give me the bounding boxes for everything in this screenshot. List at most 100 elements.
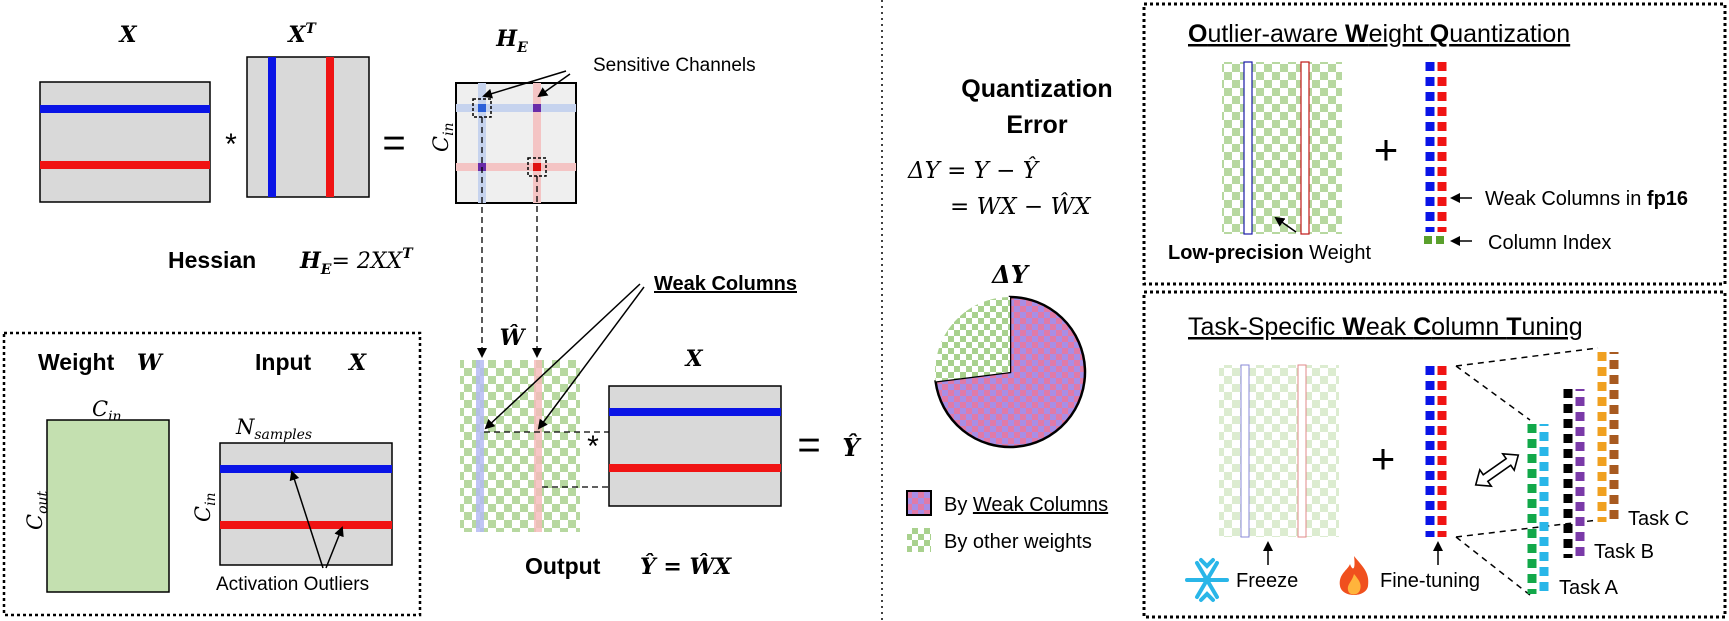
hessian-matrix xyxy=(455,82,577,204)
perspective-line-c xyxy=(1455,519,1599,538)
weight-matrix xyxy=(46,419,170,593)
top-right-title-part: utlier-aware xyxy=(1207,20,1345,48)
freeze-label: Freeze xyxy=(1236,570,1298,592)
output-word: Output xyxy=(525,553,601,579)
bottom-right-title: Task-Specific Weak Column Tuning xyxy=(1188,313,1583,341)
weight-symbol: W xyxy=(137,350,164,376)
perspective-line-a xyxy=(1455,365,1531,421)
column-index-label: Column Index xyxy=(1488,232,1611,254)
double-arrow-icon xyxy=(1474,452,1520,488)
pie-slice-other-weights xyxy=(934,297,1010,382)
fire-icon xyxy=(1339,556,1369,595)
w-cin-sym: C xyxy=(92,397,108,421)
multiply-symbol-2: * xyxy=(587,430,599,463)
task-b-columns xyxy=(1563,389,1585,558)
bottom-right-box xyxy=(1142,290,1727,619)
i-cin-sym: C xyxy=(191,506,215,522)
arrow-sensitive-blue xyxy=(482,70,567,99)
weight-word: Weight xyxy=(38,349,115,375)
heq-lhs: H xyxy=(299,248,322,274)
quant-error-title-2: Error xyxy=(1006,111,1067,139)
cout-sub: out xyxy=(35,490,51,513)
cin-sym: C xyxy=(429,136,453,152)
heq-sub: E xyxy=(320,262,332,278)
fp16: fp16 xyxy=(1647,188,1688,210)
he-base: H xyxy=(495,26,518,52)
snowflake-icon xyxy=(1185,558,1229,602)
pie-slice-weak-columns xyxy=(934,295,1087,449)
top-right-title-part: eight xyxy=(1369,20,1430,48)
weak-columns-fp16-label: Weak Columns in fp16 xyxy=(1485,188,1688,210)
arrow-outlier-blue xyxy=(289,470,324,569)
he-sub: E xyxy=(516,40,528,56)
xt-sup: T xyxy=(305,21,317,37)
heq-sup: T xyxy=(402,246,414,262)
top-right-box xyxy=(1142,2,1727,286)
quant-error-title-1: Quantization xyxy=(961,75,1112,103)
cout-sym: C xyxy=(23,514,47,530)
x2-matrix xyxy=(608,385,782,507)
cin-label-hessian: Cin xyxy=(429,122,457,152)
input-symbol: X xyxy=(347,350,367,376)
cin-label-input: Cin xyxy=(191,492,219,522)
cin-sub: in xyxy=(441,122,457,136)
pie-chart xyxy=(934,295,1087,449)
legend-box xyxy=(2,331,422,617)
ns-sym: N xyxy=(235,415,255,439)
bottom-right-title-part: W xyxy=(1342,313,1366,341)
legend-weak-prefix: By xyxy=(944,494,973,516)
cout-label: Cout xyxy=(23,490,51,530)
top-right-title-part: uantization xyxy=(1449,20,1570,48)
perspective-line-bottom-a xyxy=(1455,536,1531,596)
tuned-columns xyxy=(1425,366,1447,537)
pie-title: ΔY xyxy=(991,260,1031,289)
multiply-symbol: * xyxy=(225,128,237,161)
hessian-word: Hessian xyxy=(168,247,256,273)
he-matrix-label: HE xyxy=(495,26,528,56)
bottom-right-title-part: C xyxy=(1413,313,1431,341)
bottom-right-title-part: Task-Specific xyxy=(1188,313,1342,341)
x-matrix-label: X xyxy=(117,22,137,48)
bottom-right-title-part: eak xyxy=(1366,313,1413,341)
arrow-outlier-red xyxy=(325,526,344,569)
task-b-label: Task B xyxy=(1594,541,1654,563)
legend-swatch-other xyxy=(907,528,931,552)
perspective-line-top xyxy=(1455,347,1599,367)
ns-sub: samples xyxy=(254,427,312,443)
yhat-label: Ŷ xyxy=(842,433,862,462)
sensitive-channels-label: Sensitive Channels xyxy=(593,55,756,76)
task-c-label: Task C xyxy=(1628,508,1689,530)
lp-rest: Weight xyxy=(1304,242,1372,264)
input-word: Input xyxy=(255,349,312,375)
lp-bold: Low-precision xyxy=(1168,242,1304,264)
fine-tuning-label: Fine-tuning xyxy=(1380,570,1480,592)
plus-sign-bottom: + xyxy=(1371,435,1396,482)
bottom-right-title-part: T xyxy=(1506,313,1521,341)
top-right-title-part: Q xyxy=(1430,20,1449,48)
quant-error-eq-1: ΔY = Y − Ŷ xyxy=(907,157,1041,184)
top-right-title: Outlier-aware Weight Quantization xyxy=(1188,20,1570,48)
bottom-right-title-part: uning xyxy=(1521,313,1582,341)
fp16-columns xyxy=(1424,62,1447,244)
legend-weak-label: By Weak Columns xyxy=(944,494,1108,516)
wc-in: Weak Columns in xyxy=(1485,188,1647,210)
output-equation: Ŷ = ŴX xyxy=(640,553,732,580)
arrow-weak-red xyxy=(537,286,645,430)
bottom-right-title-part: olumn xyxy=(1431,313,1506,341)
xt-matrix xyxy=(246,56,370,198)
task-a-label: Task A xyxy=(1559,577,1619,599)
arrow-sensitive-red xyxy=(537,73,571,98)
low-precision-label: Low-precision Weight xyxy=(1168,242,1371,264)
equals-symbol: = xyxy=(382,121,405,165)
heq-rhs: = 2XX xyxy=(331,249,403,274)
top-right-title-part: O xyxy=(1188,20,1207,48)
input-matrix xyxy=(219,442,393,566)
low-precision-matrix xyxy=(1222,61,1342,235)
task-a-columns xyxy=(1527,424,1549,594)
nsamples-label: Nsamples xyxy=(235,415,312,443)
arrow-weak-blue xyxy=(484,283,641,430)
legend-swatch-weak xyxy=(906,490,932,516)
top-right-title-part: W xyxy=(1345,20,1369,48)
